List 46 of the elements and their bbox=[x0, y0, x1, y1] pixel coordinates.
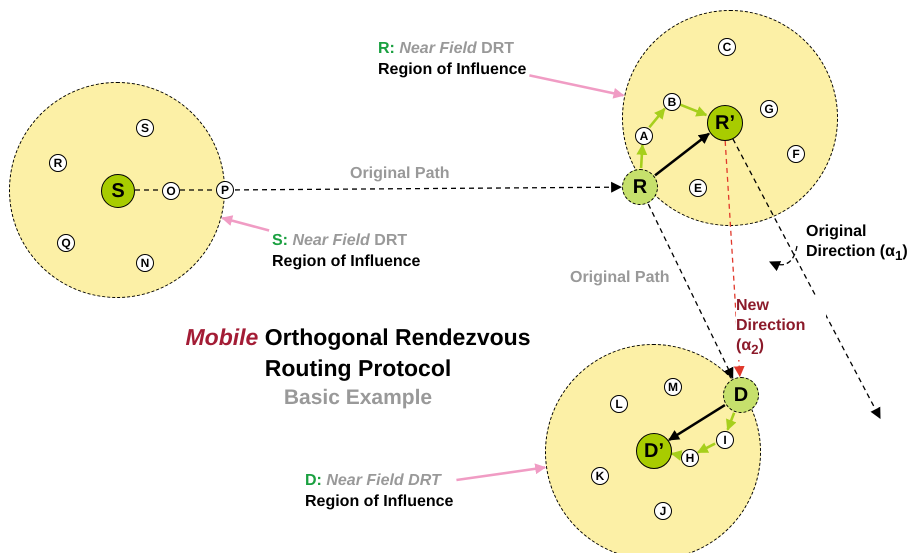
annotation-text: R: Near Field DRT bbox=[378, 39, 514, 59]
arrow bbox=[696, 442, 716, 454]
dashed-arrow bbox=[732, 138, 881, 419]
node-circle: C bbox=[718, 38, 736, 56]
node-circle: E bbox=[689, 179, 707, 197]
annotation-text: Region of Influence bbox=[305, 492, 454, 512]
node-circle: K bbox=[591, 467, 609, 485]
annotation-text: Region of Influence bbox=[378, 60, 526, 80]
annotation-text: S: Near Field DRT bbox=[272, 231, 408, 251]
node-circle: R’ bbox=[707, 105, 743, 141]
node-circle: B bbox=[663, 93, 681, 111]
node-circle: N bbox=[136, 254, 154, 272]
edge-label: Original Path bbox=[570, 268, 670, 288]
node-circle: S bbox=[101, 174, 135, 208]
annotation-text: Region of Influence bbox=[272, 252, 420, 272]
arrow bbox=[529, 74, 624, 99]
dashed-arrow bbox=[235, 182, 622, 193]
arrow bbox=[648, 108, 666, 128]
node-circle: A bbox=[635, 127, 653, 145]
node-circle: P bbox=[216, 181, 234, 199]
arrow bbox=[221, 215, 270, 232]
diagram-title: Mobile Orthogonal Rendezvous Routing Protocol bbox=[184, 323, 532, 383]
node-circle: I bbox=[716, 431, 734, 449]
arrow bbox=[680, 103, 708, 116]
node-circle: G bbox=[760, 100, 778, 118]
arrow bbox=[668, 404, 726, 442]
annotation-text: D: Near Field DRT bbox=[305, 471, 441, 491]
edge-label: New Direction (α$_{2}$) bbox=[736, 296, 826, 360]
node-circle: D’ bbox=[636, 433, 672, 469]
arrow bbox=[670, 450, 682, 461]
arrow bbox=[456, 463, 546, 482]
diagram-subtitle: Basic Example bbox=[282, 386, 434, 410]
node-circle: O bbox=[162, 182, 180, 200]
node-circle: L bbox=[610, 395, 628, 413]
arrow bbox=[654, 132, 710, 176]
node-circle: M bbox=[664, 378, 682, 396]
edge-label: Original Path bbox=[350, 164, 450, 184]
node-circle: Q bbox=[57, 234, 75, 252]
node-circle: J bbox=[654, 502, 672, 520]
node-circle: H bbox=[681, 449, 699, 467]
dashed-arrow bbox=[648, 204, 734, 379]
arrow bbox=[636, 144, 648, 168]
arrow bbox=[726, 412, 736, 431]
node-circle: R bbox=[49, 154, 67, 172]
node-circle: F bbox=[787, 145, 805, 163]
node-circle: S bbox=[136, 119, 154, 137]
